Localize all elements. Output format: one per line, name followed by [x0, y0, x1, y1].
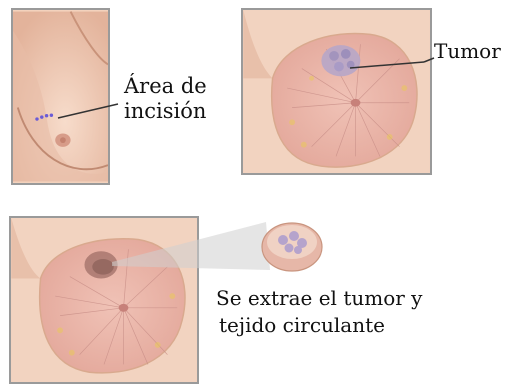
removal-caption: Se extrae el tumor y tejido circulante: [216, 285, 422, 339]
removal-caption-line1: Se extrae el tumor y: [216, 285, 422, 312]
tumor-cross-section-illustration: [243, 10, 430, 173]
removed-specimen: [262, 223, 322, 271]
incision-area-label: Área de incisión: [124, 74, 207, 124]
incision-site-panel: [11, 8, 110, 185]
tumor-cross-section-panel: [241, 8, 432, 175]
incision-area-label-line2: incisión: [124, 99, 206, 123]
tumor-removal-illustration: [11, 218, 197, 382]
incision-area-label-line1: Área de: [124, 74, 207, 98]
incision-site-illustration: [13, 10, 108, 183]
tumor-label: Tumor: [434, 39, 501, 63]
removal-caption-line2: tejido circulante: [216, 312, 422, 339]
tumor-removal-panel: [9, 216, 199, 384]
tumor: [321, 45, 360, 76]
